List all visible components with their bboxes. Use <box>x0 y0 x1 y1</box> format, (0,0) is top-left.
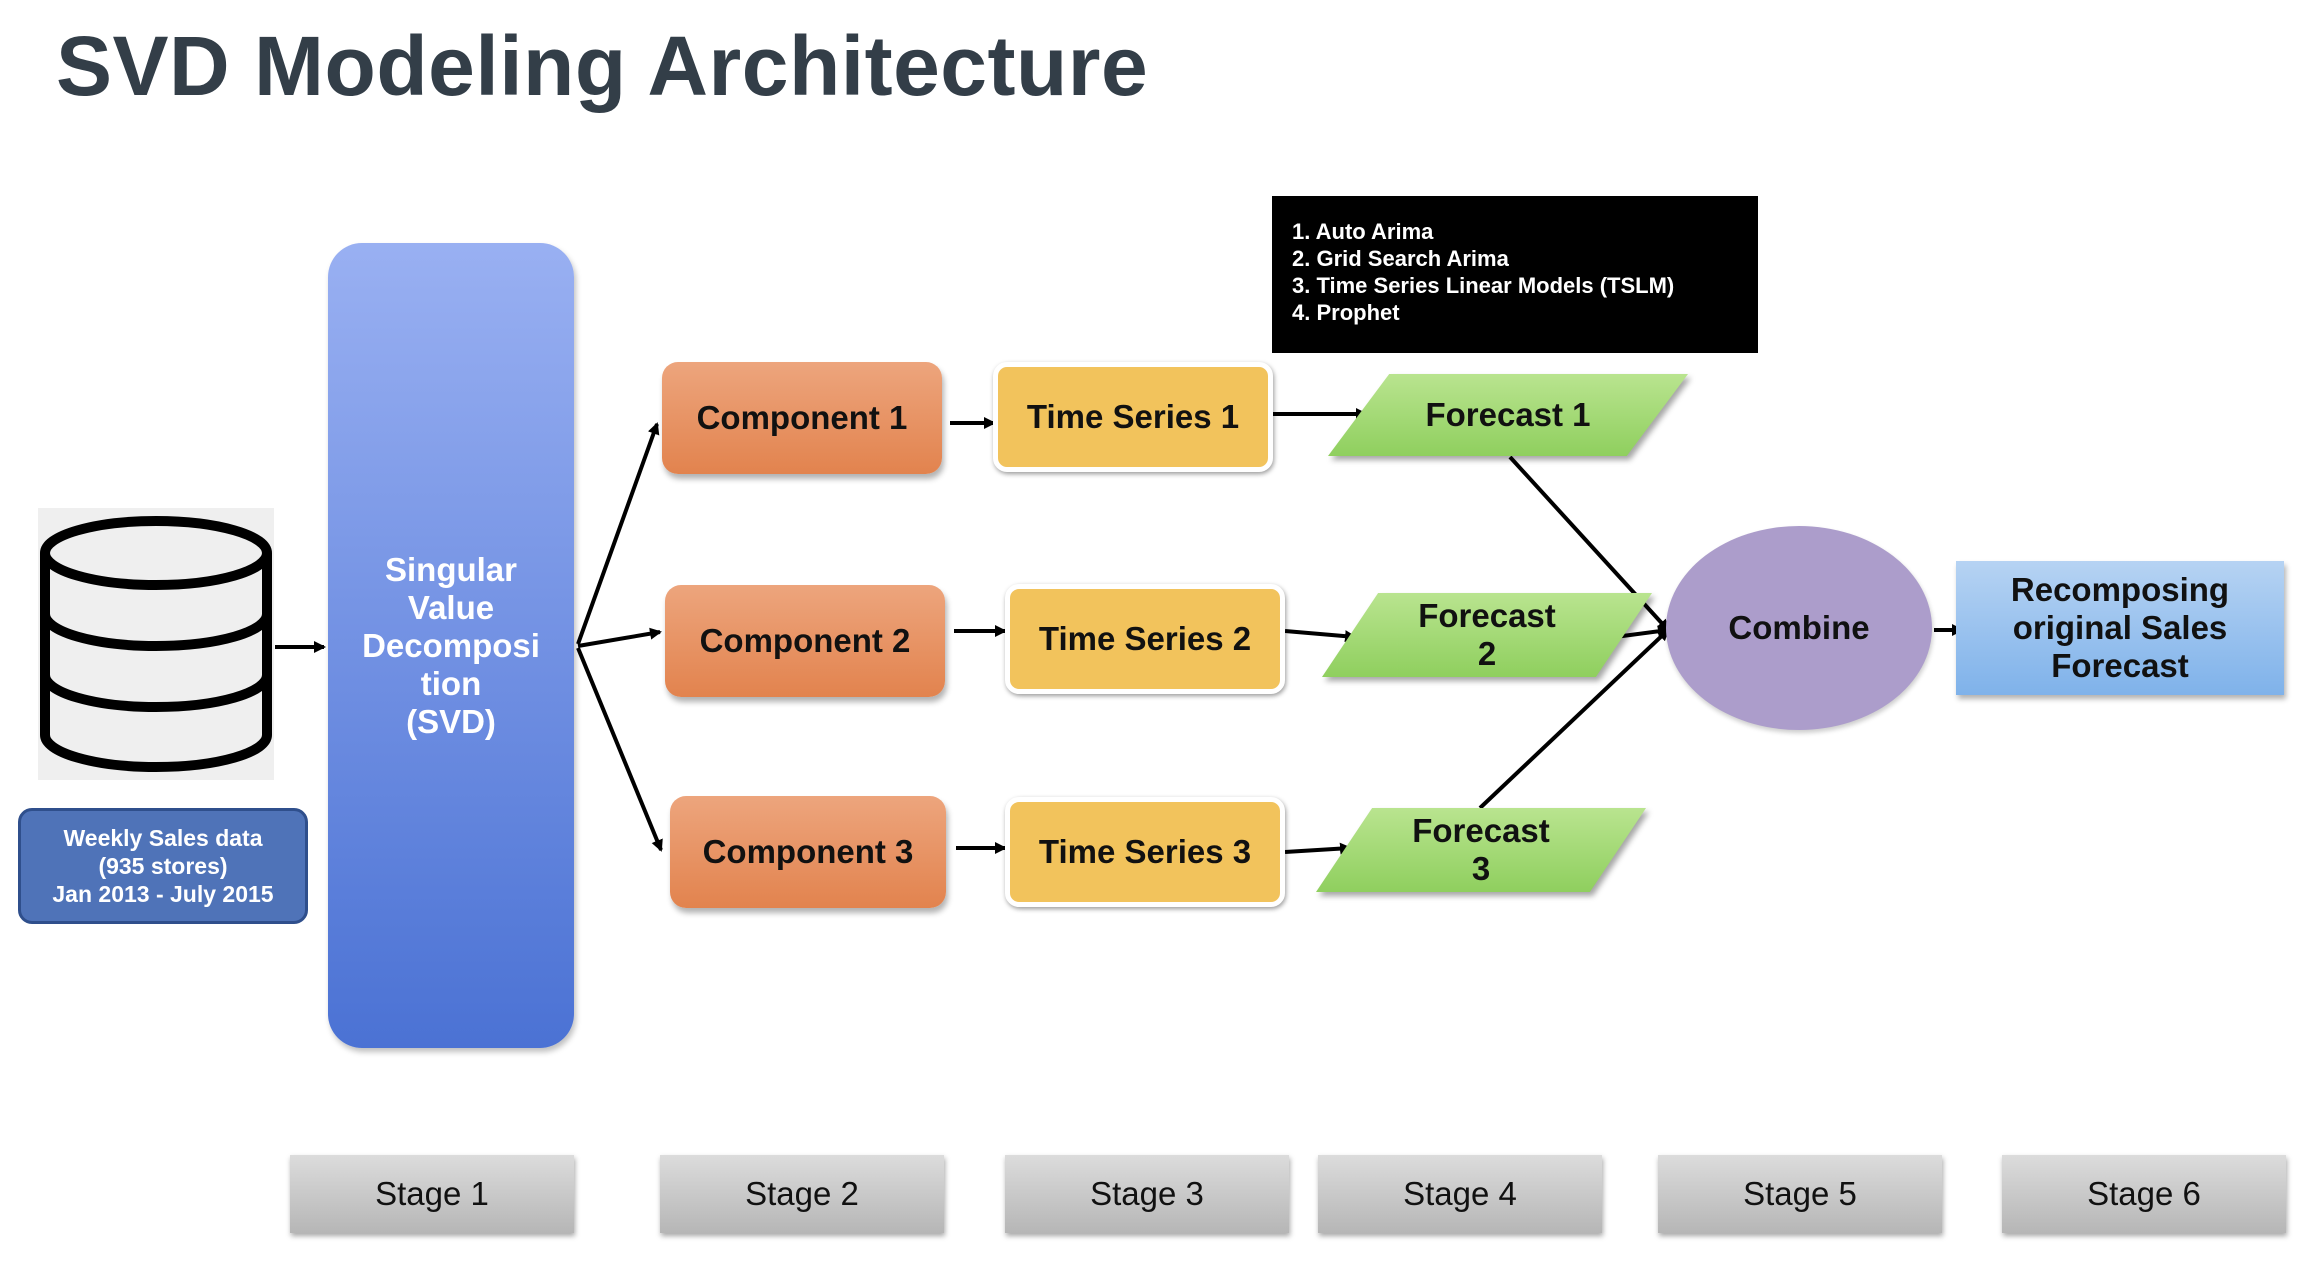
stage-3-label: Stage 3 <box>1005 1155 1289 1233</box>
forecast-3-label-line-2: 3 <box>1471 850 1491 887</box>
output-line-3: Forecast <box>2051 647 2189 684</box>
model-item: 4. Prophet <box>1292 300 1400 325</box>
svd-line-5: (SVD) <box>406 702 496 740</box>
input-line-2: (935 stores) <box>98 853 228 879</box>
forecast-2-shape: Forecast 2 <box>1322 593 1652 677</box>
arrow-ts-3-to-forecast-3 <box>1284 842 1352 855</box>
input-data-label: Weekly Sales data (935 stores) Jan 2013 … <box>18 808 308 924</box>
models-list-box: 1. Auto Arima 2. Grid Search Arima 3. Ti… <box>1272 196 1758 353</box>
output-line-1: Recomposing <box>2010 571 2230 608</box>
arrow-forecast-3-to-combine <box>1478 628 1670 810</box>
time-series-2-box: Time Series 2 <box>1005 584 1285 694</box>
component-2-box: Component 2 <box>665 585 945 697</box>
model-item: 1. Auto Arima <box>1292 219 1434 244</box>
component-3-box: Component 3 <box>670 796 946 908</box>
forecast-3-label-line-1: Forecast <box>1412 812 1550 849</box>
input-line-3: Jan 2013 - July 2015 <box>52 881 274 907</box>
svd-line-4: tion <box>420 664 482 702</box>
combine-node: Combine <box>1666 526 1932 730</box>
model-item: 3. Time Series Linear Models (TSLM) <box>1292 273 1675 298</box>
svd-line-1: Singular <box>384 550 518 588</box>
forecast-2-label-line-2: 2 <box>1477 635 1497 672</box>
svd-line-2: Value <box>407 588 495 626</box>
arrow-ts-2-to-forecast-2 <box>1284 629 1357 643</box>
arrow-svd-to-component-2 <box>577 627 662 648</box>
output-line-2: original Sales <box>2012 609 2228 646</box>
stage-2-label: Stage 2 <box>660 1155 944 1233</box>
forecast-2-label-line-1: Forecast <box>1418 597 1556 634</box>
stage-1-label: Stage 1 <box>290 1155 574 1233</box>
stage-6-label: Stage 6 <box>2002 1155 2286 1233</box>
time-series-3-box: Time Series 3 <box>1005 797 1285 907</box>
stage-4-label: Stage 4 <box>1318 1155 1602 1233</box>
forecast-3-shape: Forecast 3 <box>1316 808 1646 892</box>
model-item: 2. Grid Search Arima <box>1292 246 1509 271</box>
forecast-1-shape: Forecast 1 <box>1328 374 1688 456</box>
database-icon <box>38 508 274 780</box>
stage-5-label: Stage 5 <box>1658 1155 1942 1233</box>
models-list: 1. Auto Arima 2. Grid Search Arima 3. Ti… <box>1292 218 1758 326</box>
forecast-1-label: Forecast 1 <box>1425 396 1591 433</box>
component-1-box: Component 1 <box>662 362 942 474</box>
time-series-1-box: Time Series 1 <box>993 362 1273 472</box>
arrow-svd-to-component-1 <box>576 422 660 645</box>
arrow-svd-to-component-3 <box>576 647 663 852</box>
recompose-output-box: Recomposing original Sales Forecast <box>1956 561 2284 695</box>
input-line-1: Weekly Sales data <box>63 825 263 851</box>
svd-line-3: Decomposi <box>362 626 540 664</box>
page-title: SVD Modeling Architecture <box>56 19 1149 113</box>
svd-block: Singular Value Decomposi tion (SVD) <box>328 243 574 1048</box>
